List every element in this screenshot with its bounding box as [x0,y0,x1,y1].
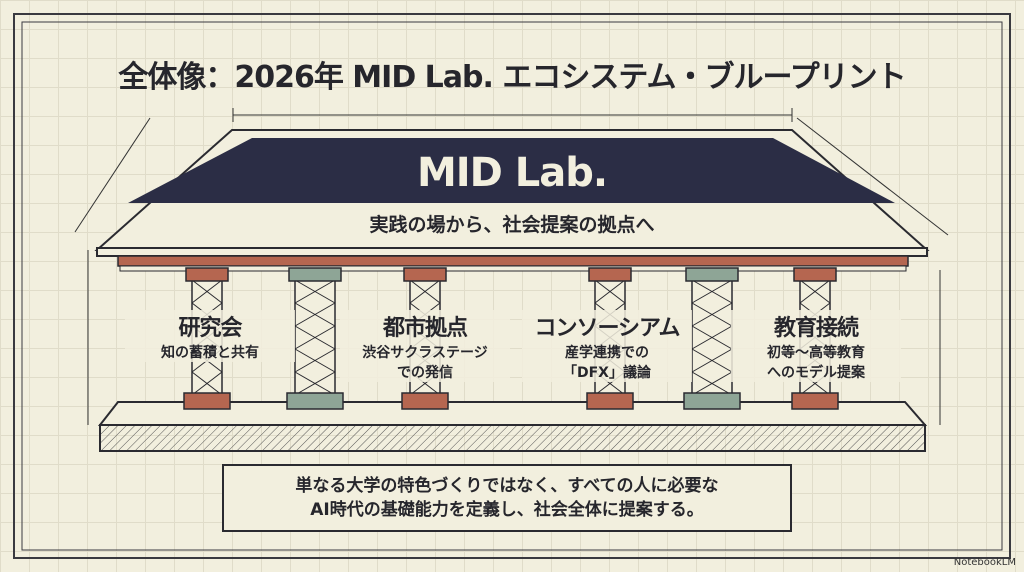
column-capital [288,267,342,282]
architrave [117,255,909,267]
outer-frame [13,13,1011,559]
pillar-education: 教育接続 初等〜高等教育 へのモデル提案 [731,310,901,382]
pillar-desc: 知の蓄積と共有 [161,345,259,361]
pillar-desc: 産学連携での [565,345,649,361]
dimension-lines [74,108,949,425]
pillar-desc: 渋谷サクラステージ [362,345,488,361]
pillar-desc: 「DFX」議論 [563,365,651,381]
roof-title: MID Lab. [416,150,608,196]
pillar-name: コンソーシアム [534,316,680,341]
column-capital [185,267,229,282]
column-base [683,392,741,410]
column-base [286,392,344,410]
pillar-name: 教育接続 [773,316,859,341]
column-base [401,392,449,410]
pillar-desc: 初等〜高等教育 [767,345,865,361]
column-capital [793,267,837,282]
statement-line: 単なる大学の特色づくりではなく、すべての人に必要な [295,476,719,496]
page-title: 全体像：2026年 MID Lab. エコシステム・ブループリント [118,60,906,95]
watermark: NotebookLM [953,557,1016,568]
pillar-research: 研究会 知の蓄積と共有 [125,310,295,362]
pillar-name: 都市拠点 [382,316,468,341]
column-base [791,392,839,410]
statement-line: AI時代の基礎能力を定義し、社会全体に提案する。 [310,500,704,520]
pillar-desc: での発信 [397,365,453,381]
inner-frame [21,21,1003,551]
column-base [586,392,634,410]
roof-band [128,138,895,203]
column-base [183,392,231,410]
column-capital [685,267,739,282]
roof-subtitle: 実践の場から、社会提案の拠点へ [369,214,655,236]
pillar-consortium: コンソーシアム 産学連携での 「DFX」議論 [522,310,692,382]
roof-ledge [96,247,928,257]
pillar-urban-hub: 都市拠点 渋谷サクラステージ での発信 [340,310,510,382]
pillar-name: 研究会 [178,316,242,341]
column-capital [588,267,632,282]
foundation-slab [99,424,926,452]
pillar-desc: へのモデル提案 [767,365,865,381]
column-capital [403,267,447,282]
foundation-statement: 単なる大学の特色づくりではなく、すべての人に必要な AI時代の基礎能力を定義し、… [222,464,792,532]
